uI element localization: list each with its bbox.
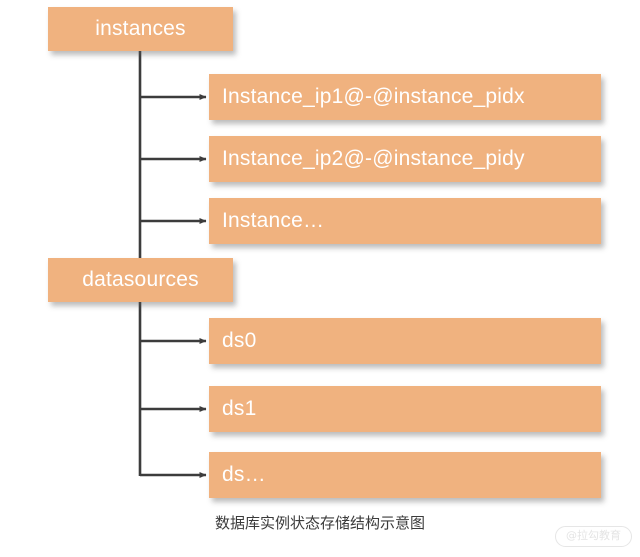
- diagram-caption: 数据库实例状态存储结构示意图: [214, 514, 425, 532]
- node-instances-child-1[interactable]: Instance_ip2@-@instance_pidy: [209, 136, 601, 182]
- node-instances-child-0[interactable]: Instance_ip1@-@instance_pidx: [209, 74, 601, 120]
- node-datasources-child-1[interactable]: ds1: [209, 386, 601, 432]
- node-datasources[interactable]: datasources: [48, 258, 233, 302]
- node-datasources-child-0[interactable]: ds0: [209, 318, 601, 364]
- node-datasources-child-2[interactable]: ds…: [209, 452, 601, 498]
- node-instances-child-2[interactable]: Instance…: [209, 198, 601, 244]
- node-instances[interactable]: instances: [48, 7, 233, 51]
- watermark-badge: @拉勾教育: [555, 525, 632, 547]
